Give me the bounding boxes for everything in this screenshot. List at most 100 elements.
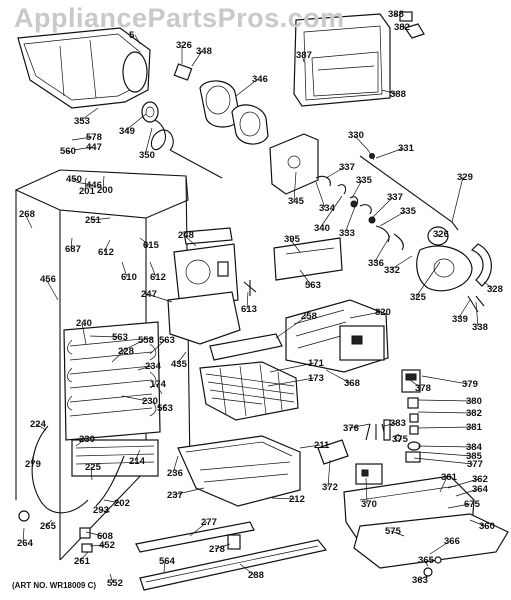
part-label: 382 [466,408,482,419]
leader-line [79,107,99,122]
part-label: 375 [392,434,409,445]
leader-line [22,527,25,544]
leader-line [299,444,321,449]
ice-crusher [317,439,509,577]
leader-line [381,89,397,95]
leader-line [457,299,471,320]
leader-line [65,150,73,153]
part-label: 264 [17,538,34,549]
part-label: 608 [97,531,113,542]
leader-line [469,519,486,527]
leader-line [301,54,305,63]
leader-line [373,235,391,264]
part-label: 201 [79,186,96,197]
part-label: 363 [412,575,428,586]
part-label: 214 [129,456,146,467]
leader-line [365,477,368,505]
part-label: 329 [457,172,473,183]
leader-line [89,544,106,547]
part-label: 247 [141,289,157,300]
part-label: 337 [339,162,355,173]
leader-line [353,134,369,151]
part-label: 288 [248,570,264,581]
part-label: 610 [121,272,137,283]
part-label: 456 [40,274,56,285]
leader-line [73,146,93,151]
leader-line [383,422,397,427]
part-label: 558 [138,335,154,346]
part-label: 615 [143,240,160,251]
part-label: 383 [390,418,406,429]
leader-line [483,281,494,290]
leader-line [149,261,157,278]
part-label: 612 [98,247,114,258]
part-label: 368 [344,378,360,389]
leader-line [271,497,296,500]
leader-line [417,445,473,448]
part-label: 251 [85,215,102,226]
icemaker [273,237,389,373]
leader-line [269,362,315,373]
leader-line [121,261,128,278]
part-label: 248 [178,230,194,241]
part-label: 563 [157,403,173,414]
leader-line [399,25,407,28]
dispenser-motor [416,226,492,313]
part-label: 395 [284,234,301,245]
leader-line [90,466,93,481]
part-label: 613 [241,304,257,315]
leader-line [235,78,259,97]
leader-line [111,350,125,363]
leader-line [319,195,343,229]
art-number: (ART NO. WR18009 C) [12,581,96,590]
part-label: 335 [356,175,373,186]
leader-line [390,530,405,537]
part-label: 334 [319,203,336,214]
part-label: 240 [76,318,92,329]
leader-line [429,540,451,555]
leader-line [85,531,104,537]
leader-line [447,478,479,489]
part-label: 563 [159,335,175,346]
leader-line [109,573,114,584]
part-label: 224 [30,419,47,430]
part-label: 446 [86,180,102,191]
leader-line [70,237,73,250]
leader-line [267,377,315,387]
part-label: 261 [74,556,91,567]
part-label: 450 [66,174,82,185]
leader-line [351,179,363,199]
part-label: 578 [86,132,102,143]
leader-line [124,113,147,132]
part-label: 362 [472,474,488,485]
leader-line [172,487,205,496]
leader-line [246,291,249,310]
diagram-artwork [14,11,509,591]
part-label: 377 [467,459,483,470]
part-label: 5 [129,30,135,41]
leader-line [417,399,473,402]
leader-line [102,175,105,191]
part-label: 381 [466,422,483,433]
part-label: 234 [145,361,162,372]
part-number-labels: 5326348346388382387388353349350578447560… [17,9,503,589]
part-label: 228 [118,346,134,357]
leader-line [421,375,469,385]
part-label: 173 [308,373,324,384]
leader-line [84,177,87,192]
part-label: 376 [343,423,359,434]
part-label: 336 [368,258,384,269]
leader-line [155,383,163,395]
part-label: 325 [410,292,427,303]
part-label: 365 [418,555,435,566]
auger-parts [141,63,269,179]
leader-line [293,171,297,202]
leader-line [239,563,255,576]
leader-line [75,438,86,447]
leader-line [439,476,448,493]
leader-line [162,403,167,409]
leader-line [81,322,87,345]
dispenser-small-parts [365,369,421,463]
part-label: 326 [176,40,192,51]
